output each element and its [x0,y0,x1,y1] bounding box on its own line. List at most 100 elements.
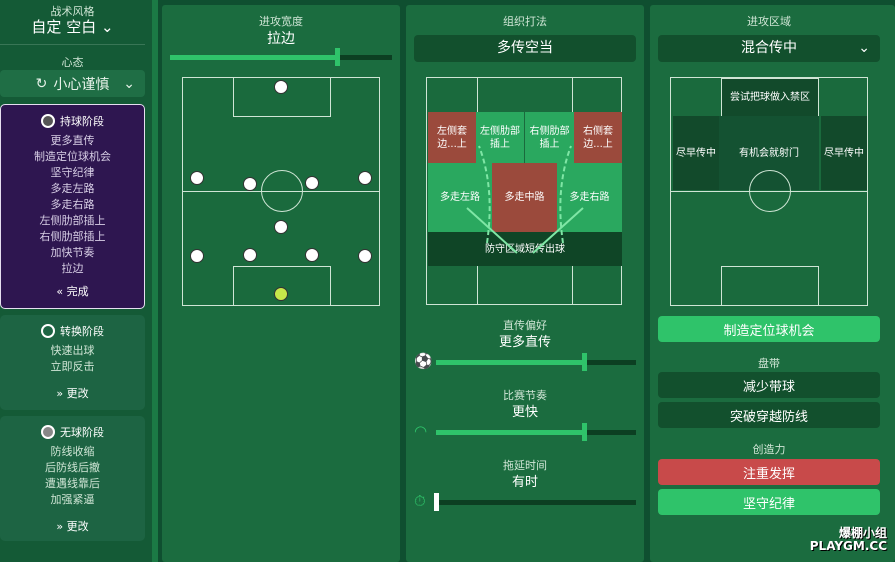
instruction: 多走右路 [50,198,95,211]
penalty-box [233,266,331,306]
done-button[interactable]: « 完成 [1,283,144,299]
panel-title: 进攻区域 [747,15,791,28]
slider-value: 有时 [511,475,538,490]
slider-label: 直传偏好 [503,319,547,332]
chevrons-right-icon: » [56,520,64,533]
dropdown-value: 混合传中 [741,40,797,56]
phase-title: 持球阶段 [60,115,104,128]
player-marker[interactable] [305,248,319,262]
chevron-down-icon: ⌄ [100,18,114,36]
instruction: 左侧肋部插上 [39,214,106,227]
done-label: 完成 [66,285,89,298]
sidebar-edge [152,0,158,562]
slider-handle[interactable] [334,48,340,66]
slider-handle[interactable] [582,423,587,441]
width-slider[interactable] [170,48,392,66]
zone-right-overlap[interactable]: 右侧套边...上 [574,112,622,163]
phase-out-of-possession[interactable]: 无球阶段 防线收缩 后防线后撤 遭遇线靠后 加强紧逼 » 更改 [0,416,145,541]
instruction: 更多直传 [50,134,95,147]
divider [0,44,145,45]
penalty-box [721,266,819,306]
slider-track[interactable] [434,493,636,511]
dribble-less-button[interactable]: 减少带球 [658,372,880,398]
zone-left-overlap[interactable]: 左侧套边...上 [428,112,476,163]
ball-icon: ⚽ [414,352,433,370]
player-marker[interactable] [305,176,319,190]
formation-pitch [182,77,380,306]
player-marker[interactable] [274,220,288,234]
run-at-defence-button[interactable]: 突破穿越防线 [658,402,880,428]
instruction: 快速出球 [50,344,95,357]
instruction: 立即反击 [50,360,95,373]
phase-title: 无球阶段 [60,426,104,439]
slider-label: 拖延时间 [503,459,547,472]
attacking-width-panel: 进攻宽度 拉边 [162,5,400,562]
instruction: 遭遇线靠后 [45,477,100,490]
slider-track[interactable] [436,353,636,371]
ball-icon [41,114,55,128]
width-value: 拉边 [267,31,295,47]
slider-handle[interactable] [434,493,439,511]
chevron-down-icon: ⌄ [123,75,135,92]
instruction: 后防线后撤 [45,461,100,474]
instruction: 多走左路 [50,182,95,195]
player-marker[interactable] [243,248,257,262]
center-circle [749,170,791,212]
zone-left-half-space[interactable]: 左侧肋部插上 [476,112,525,163]
tactic-style-label: 战术风格 [50,5,95,18]
change-label: 更改 [66,520,89,533]
slider-label: 比赛节奏 [503,389,547,402]
movement-arrows [466,145,584,254]
player-marker[interactable] [243,177,257,191]
mentality-value: 小心谨慎 [53,76,110,93]
goalkeeper-marker[interactable] [274,287,288,301]
panel-title: 进攻宽度 [259,15,303,28]
player-marker[interactable] [274,80,288,94]
slider-fill [170,55,337,60]
zone-cross-early-left[interactable]: 尽早传中 [673,116,719,190]
instruction: 坚守纪律 [50,166,95,179]
player-marker[interactable] [190,249,204,263]
penalty-box [233,77,331,117]
slider-value: 更多直传 [498,335,551,350]
mentality-dropdown[interactable]: ↻ 小心谨慎 ⌄ [0,70,145,97]
slider-track[interactable] [436,423,636,441]
center-circle [261,170,303,212]
chevrons-left-icon: « [56,285,64,298]
dribbling-label: 盘带 [758,357,780,370]
phase-transition[interactable]: 转换阶段 快速出球 立即反击 » 更改 [0,315,145,410]
final-third-dropdown[interactable]: 混合传中 ⌄ [658,35,880,62]
build-up-pitch: 左侧套边...上 左侧肋部插上 右侧肋部插上 右侧套边...上 多走左路 多走中… [426,77,622,305]
instruction: 防线收缩 [50,445,95,458]
zone-cross-early-right[interactable]: 尽早传中 [821,116,867,190]
mentality-icon: ↻ [35,75,48,92]
slider-value: 更快 [511,405,538,420]
tactic-style-dropdown[interactable]: 自定 空白 ⌄ [0,16,145,37]
zone-right-half-space[interactable]: 右侧肋部插上 [525,112,574,163]
tempo-gauge-icon: ◠ [414,422,428,440]
change-button[interactable]: » 更改 [0,385,145,401]
change-button[interactable]: » 更改 [0,518,145,534]
instruction: 制造定位球机会 [34,150,111,163]
sidebar: 战术风格 自定 空白 ⌄ 心态 ↻ 小心谨慎 ⌄ 持球阶段 更多直传 制造定位球机会… [0,0,152,562]
slider-handle[interactable] [582,353,587,371]
build-up-panel: 组织打法 多传空当 左侧套边...上 左侧肋部插上 右侧肋部插上 右侧套边...… [406,5,644,562]
player-marker[interactable] [190,171,204,185]
be-expressive-button[interactable]: 注重发挥 [658,459,880,485]
slider-fill [436,360,584,365]
zone-center[interactable]: 多走中路 [492,163,557,232]
zone-defensive-third[interactable]: 防守区域短传出球 [428,232,622,266]
be-disciplined-button[interactable]: 坚守纪律 [658,489,880,515]
chevron-down-icon: ⌄ [858,40,870,56]
set-piece-button[interactable]: 制造定位球机会 [658,316,880,342]
player-marker[interactable] [358,249,372,263]
phase-in-possession[interactable]: 持球阶段 更多直传 制造定位球机会 坚守纪律 多走左路 多走右路 左侧肋部插上 … [0,104,145,309]
mentality-label: 心态 [61,56,84,69]
instruction: 右侧肋部插上 [39,230,106,243]
player-marker[interactable] [358,171,372,185]
instruction: 加强紧逼 [50,493,95,506]
build-up-dropdown[interactable]: 多传空当 [414,35,636,62]
zone-work-into-box[interactable]: 尝试把球做入禁区 [721,78,819,117]
tactic-style-value: 自定 空白 [31,18,97,36]
